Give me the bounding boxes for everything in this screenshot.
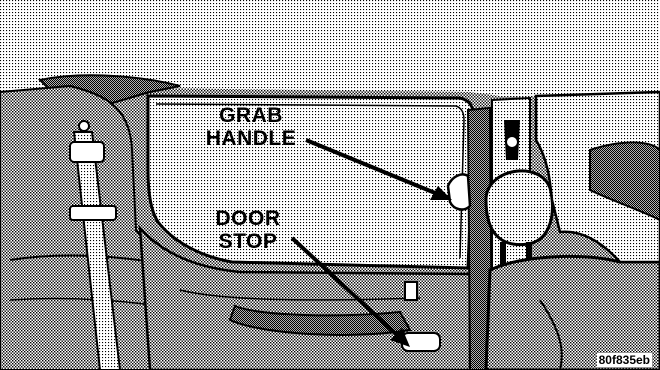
grab-handle-label-line-2: HANDLE — [192, 127, 310, 150]
door-stop-label-line-1: DOOR — [200, 207, 296, 230]
grab-handle-label: GRAB HANDLE — [192, 104, 310, 150]
grab-handle — [448, 174, 470, 209]
grab-handle-label-line-1: GRAB — [192, 104, 310, 127]
belt-anchor — [506, 136, 518, 148]
door-lock-knob — [405, 282, 417, 300]
door-stop-label: DOOR STOP — [200, 207, 296, 253]
door-stop-label-line-2: STOP — [200, 230, 296, 253]
figure-code: 80f835eb — [597, 353, 652, 367]
